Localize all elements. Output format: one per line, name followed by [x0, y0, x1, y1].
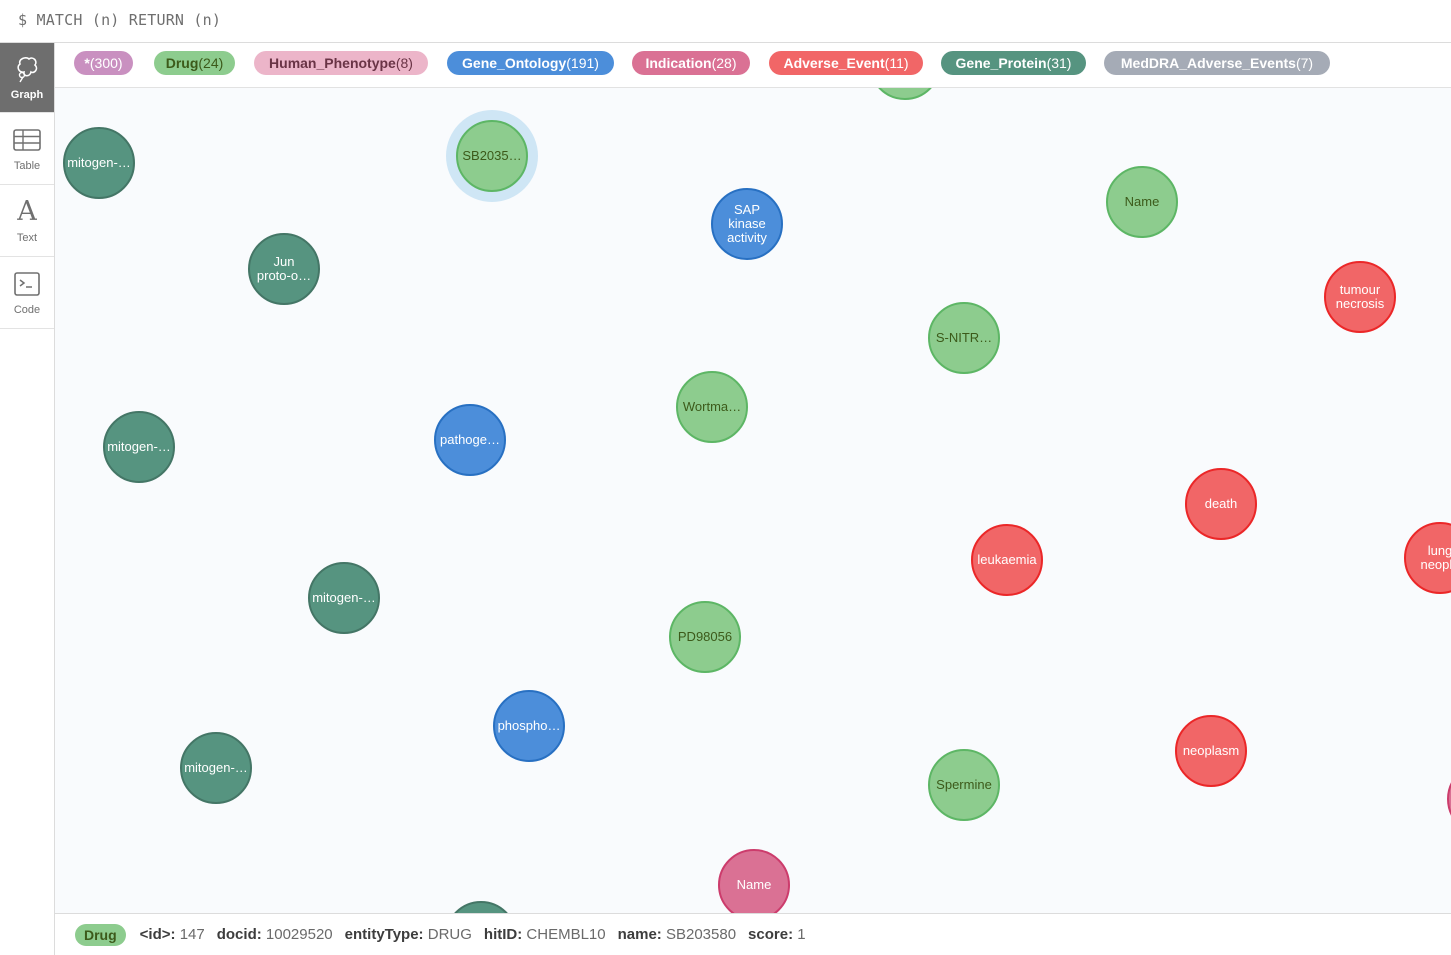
graph-node[interactable]: leukaemia	[971, 524, 1043, 596]
graph-node[interactable]: mitogen-…	[103, 411, 175, 483]
label-pill-drug[interactable]: Drug(24)	[154, 51, 235, 75]
graph-node[interactable]: S-NITR…	[928, 302, 1000, 374]
graph-node[interactable]	[445, 901, 517, 913]
graph-node[interactable]: death	[1185, 468, 1257, 540]
graph-node[interactable]: Name	[1106, 166, 1178, 238]
label-pill-indication[interactable]: Indication(28)	[632, 51, 750, 75]
query-editor[interactable]: $ MATCH (n) RETURN (n)	[0, 0, 1451, 43]
table-view-label: Table	[13, 160, 41, 172]
graph-node[interactable]: mitogen-…	[63, 127, 135, 199]
label-pill-gene-ontology[interactable]: Gene_Ontology(191)	[447, 51, 614, 75]
graph-canvas[interactable]: mitogen-… SB2035… SAP kinase activity Na…	[55, 88, 1451, 913]
graph-node[interactable]	[869, 88, 941, 100]
text-icon: A	[17, 196, 37, 227]
details-prop-hit-id: hitID: CHEMBL10	[483, 926, 606, 943]
graph-node[interactable]: lung neopla	[1404, 522, 1451, 594]
text-view-label: Text	[16, 232, 38, 244]
code-icon	[12, 269, 42, 299]
label-pill-adverse-event[interactable]: Adverse_Event(11)	[769, 51, 923, 75]
label-pill-gene-protein[interactable]: Gene_Protein(31)	[941, 51, 1086, 75]
graph-node[interactable]	[1447, 763, 1451, 835]
table-icon	[12, 125, 42, 155]
graph-node[interactable]: mitogen-…	[180, 732, 252, 804]
query-text[interactable]: $ MATCH (n) RETURN (n)	[18, 11, 222, 29]
graph-node[interactable]: Wortma…	[676, 371, 748, 443]
graph-icon	[12, 54, 42, 84]
graph-node[interactable]: Jun proto-o…	[248, 233, 320, 305]
graph-node[interactable]: tumour necrosis	[1324, 261, 1396, 333]
details-prop-entity-type: entityType: DRUG	[344, 926, 472, 943]
graph-node[interactable]: SAP kinase activity	[711, 188, 783, 260]
details-prop-docid: docid: 10029520	[216, 926, 333, 943]
details-label-pill[interactable]: Drug	[75, 923, 126, 946]
code-view-label: Code	[13, 304, 41, 316]
graph-node[interactable]: Name	[718, 849, 790, 913]
graph-node[interactable]: phospho…	[493, 690, 565, 762]
details-prop-id: <id>: 147	[139, 926, 205, 943]
graph-view-button[interactable]: Graph	[0, 43, 54, 113]
code-view-button[interactable]: Code	[0, 257, 54, 329]
graph-node[interactable]: Spermine	[928, 749, 1000, 821]
label-pill-meddra-adverse-events[interactable]: MedDRA_Adverse_Events(7)	[1104, 51, 1330, 75]
details-prop-name: name: SB203580	[617, 926, 737, 943]
table-view-button[interactable]: Table	[0, 113, 54, 185]
details-prop-score: score: 1	[748, 926, 806, 943]
graph-node[interactable]: mitogen-…	[308, 562, 380, 634]
view-switcher: Graph Table A Text Code	[0, 43, 55, 955]
node-details-bar: Drug <id>: 147 docid: 10029520 entityTyp…	[55, 913, 1451, 955]
graph-node[interactable]: PD98056	[669, 601, 741, 673]
graph-view-label: Graph	[10, 89, 44, 101]
label-legend: *(300) Drug(24) Human_Phenotype(8) Gene_…	[55, 43, 1451, 88]
label-pill-human-phenotype[interactable]: Human_Phenotype(8)	[254, 51, 428, 75]
graph-node-selected[interactable]: SB2035…	[456, 120, 528, 192]
graph-node[interactable]: pathoge…	[434, 404, 506, 476]
label-pill-all[interactable]: *(300)	[74, 51, 133, 75]
text-view-button[interactable]: A Text	[0, 185, 54, 257]
graph-node[interactable]: neoplasm	[1175, 715, 1247, 787]
